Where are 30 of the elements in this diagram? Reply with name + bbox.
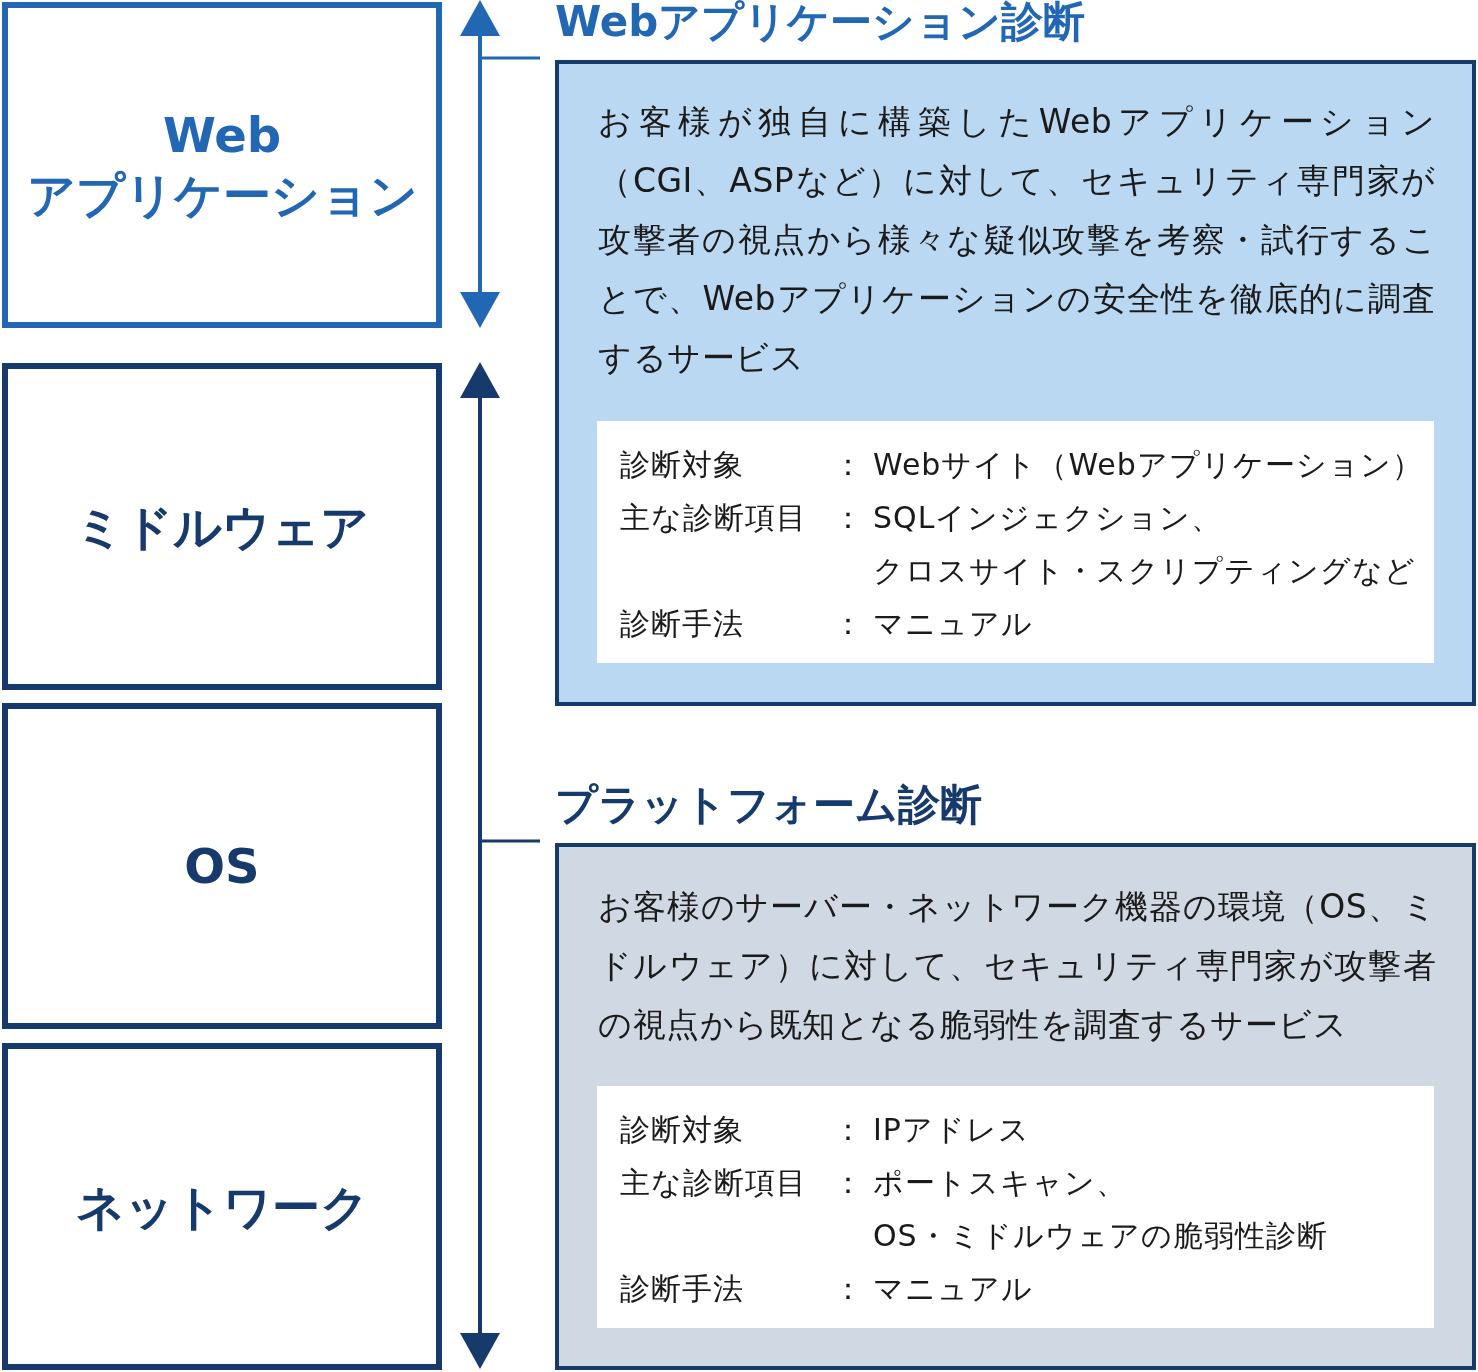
field-value: IPアドレス	[873, 1111, 1030, 1149]
field-label: 診断対象	[620, 446, 744, 484]
field-value: クロスサイト・スクリプティングなど	[873, 552, 1416, 590]
field-value: Webサイト（Webアプリケーション）	[873, 446, 1423, 484]
colon: ：	[833, 1164, 864, 1202]
colon: ：	[833, 446, 864, 484]
field-value: OS・ミドルウェアの脆弱性診断	[873, 1217, 1328, 1255]
layer-box: OS	[2, 703, 442, 1029]
field-value: マニュアル	[873, 1270, 1033, 1308]
field-label: 診断手法	[620, 605, 744, 643]
colon: ：	[833, 1270, 864, 1308]
spec-card	[597, 421, 1434, 663]
field-label: 主な診断項目	[620, 499, 807, 537]
field-value: ポートスキャン、	[873, 1164, 1127, 1202]
colon: ：	[833, 605, 864, 643]
panel-heading: プラットフォーム診断	[555, 783, 982, 827]
field-label: 主な診断項目	[620, 1164, 807, 1202]
spec-card	[597, 1086, 1434, 1328]
colon: ：	[833, 499, 864, 537]
field-value: マニュアル	[873, 605, 1033, 643]
field-label: 診断手法	[620, 1270, 744, 1308]
panel-heading: Webアプリケーション診断	[555, 0, 1086, 44]
field-value: SQLインジェクション、	[873, 499, 1223, 537]
layer-box: ネットワーク	[2, 1043, 442, 1370]
layer-box: Web アプリケーション	[2, 2, 442, 328]
colon: ：	[833, 1111, 864, 1149]
layer-box: ミドルウェア	[2, 363, 442, 690]
description-text: お客様が独自に構築したWebアプリケーション（CGI、ASPなど）に対して、セキュリティ専門家が攻撃者の視点から様々な疑似攻撃を考察・試行することで、Webアプリケーションの安全性を徹底的に調査するサービス	[598, 101, 1436, 379]
description-text: お客様のサーバー・ネットワーク機器の環境（OS、ミドルウェア）に対して、セキュリティ専門家が攻撃者の視点から既知となる脆弱性を調査するサービス	[598, 886, 1436, 1046]
field-label: 診断対象	[620, 1111, 744, 1149]
